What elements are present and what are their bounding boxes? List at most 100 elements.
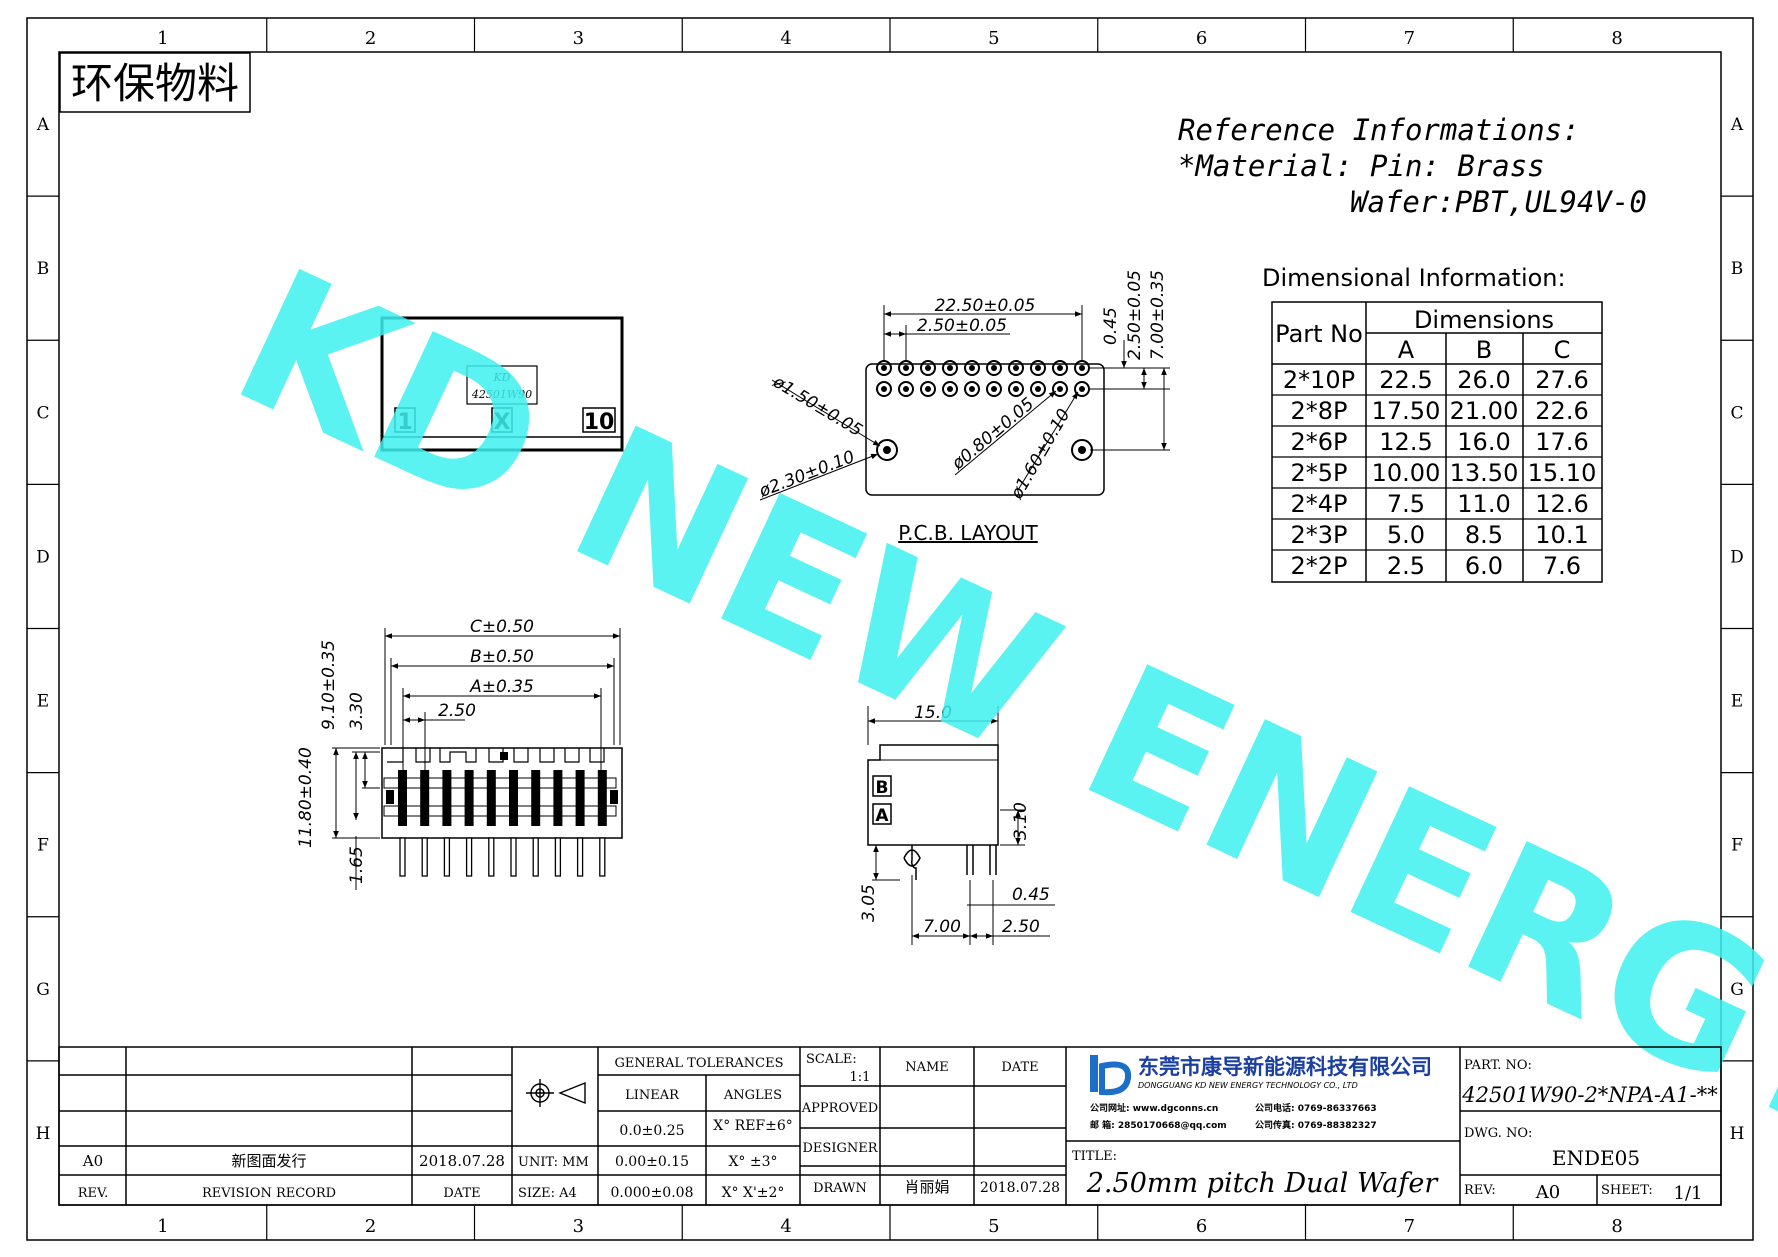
table-cell-c: 12.6 [1535, 490, 1588, 518]
table-cell-part: 2*10P [1283, 366, 1355, 394]
pcb-hole [942, 360, 958, 376]
dwg-no-label: DWG. NO: [1464, 1126, 1532, 1141]
front-dim-330: 3.30 [347, 692, 367, 730]
contact-pin [575, 770, 585, 826]
column-label-bottom: 7 [1404, 1216, 1415, 1237]
column-label-bottom: 5 [988, 1216, 999, 1237]
table-cell-a: 7.5 [1387, 490, 1425, 518]
title-block: A0 新图面发行 2018.07.28 REV. REVISION RECORD… [58, 1046, 1722, 1206]
row-b-label: B [876, 778, 889, 798]
part-no-header: Part No [1275, 320, 1363, 348]
row-label-right: H [1730, 1124, 1745, 1144]
front-view: C±0.50 B±0.50 A±0.35 2.50 9.10±0.35 3.30… [296, 617, 623, 890]
reference-wafer: Wafer:PBT,UL94V-0 [1350, 185, 1647, 219]
pin-tail [443, 837, 451, 877]
dimension-table-title: Dimensional Information: [1262, 264, 1566, 292]
pin-tail [399, 837, 406, 877]
pin-tail [554, 837, 562, 877]
table-cell-a: 5.0 [1387, 521, 1425, 549]
contact-pin [420, 770, 430, 826]
size-label: SIZE: A4 [518, 1186, 577, 1201]
contact-pin [531, 770, 541, 826]
scale-label: SCALE: [806, 1052, 857, 1067]
title-label: TITLE: [1072, 1149, 1117, 1164]
pcb-hole-center [947, 365, 953, 371]
table-cell-c: 10.1 [1535, 521, 1588, 549]
row-a-label: A [875, 806, 889, 826]
company-mail: 邮 箱: 2850170668@qq.com [1090, 1119, 1227, 1131]
mount-hole-right-center [1078, 446, 1086, 454]
pcb-hole-center [1079, 386, 1085, 392]
reference-info: Reference Informations: *Material: Pin: … [1178, 113, 1647, 219]
rev-value-right: A0 [1535, 1182, 1560, 1203]
col-c-header: C [1554, 336, 1571, 364]
pin-tail [465, 837, 473, 877]
pcb-hole [1030, 381, 1046, 397]
part-no-value: 42501W90-2*NPA-A1-** [1461, 1083, 1718, 1107]
pcb-holes [876, 360, 1090, 397]
table-cell-c: 17.6 [1535, 428, 1588, 456]
sheet-value: 1/1 [1674, 1183, 1703, 1204]
row-label-right: B [1731, 259, 1744, 279]
side-dim-250: 2.50 [1002, 917, 1040, 937]
table-cell-a: 12.5 [1379, 428, 1432, 456]
company-logo-icon [1090, 1055, 1132, 1096]
pcb-hole-center [991, 365, 997, 371]
side-dim-width: 15.0 [914, 703, 952, 723]
drawn-label: DRAWN [813, 1181, 867, 1196]
designer-label: DESIGNER [803, 1141, 879, 1156]
contact-pin [442, 770, 452, 826]
front-dim-b: B±0.50 [470, 647, 534, 667]
pcb-hole [876, 381, 892, 397]
column-label-bottom: 8 [1611, 1216, 1622, 1237]
rev-date-label: DATE [443, 1186, 480, 1201]
front-dim-1180: 11.80±0.40 [296, 747, 316, 848]
rev-code: A0 [82, 1152, 103, 1170]
column-label-top: 1 [157, 28, 168, 49]
pcb-hole [1008, 381, 1024, 397]
side-dim-700: 7.00 [923, 917, 961, 937]
pcb-hole-center [925, 365, 931, 371]
pcb-dim-045: 0.45 [1101, 307, 1121, 345]
reference-title: Reference Informations: [1178, 113, 1580, 147]
pcb-hole-center [925, 386, 931, 392]
contact-pin [509, 770, 518, 826]
center-mark: X [494, 410, 511, 435]
pcb-hole [898, 381, 914, 397]
contact-pin [398, 770, 407, 826]
column-label-bottom: 4 [780, 1216, 791, 1237]
tol-linear-3: 0.000±0.08 [611, 1185, 694, 1201]
table-cell-b: 11.0 [1457, 490, 1510, 518]
row-label-left: D [36, 547, 50, 567]
table-cell-part: 2*4P [1290, 490, 1347, 518]
front-view-pins [386, 770, 618, 877]
part-no-label: PART. NO: [1464, 1058, 1532, 1073]
rev-desc: 新图面发行 [231, 1152, 306, 1170]
table-cell-c: 7.6 [1543, 552, 1581, 580]
pin-tail [576, 837, 584, 877]
projection-symbol-icon [526, 1079, 586, 1107]
row-label-left: G [36, 980, 50, 1000]
mount-hole-left [876, 439, 898, 461]
side-view: B A 15.0 [859, 703, 1055, 945]
column-label-top: 5 [988, 28, 999, 49]
drawn-name: 肖丽娟 [904, 1178, 949, 1196]
table-cell-a: 10.00 [1372, 459, 1441, 487]
front-dim-910: 9.10±0.35 [319, 640, 339, 730]
front-dim-a: A±0.35 [469, 677, 534, 697]
table-cell-b: 21.00 [1450, 397, 1519, 425]
pcb-hole [920, 360, 936, 376]
pcb-hole [920, 381, 936, 397]
side-dim-045: 0.45 [1012, 885, 1050, 905]
rev-label: REV. [78, 1186, 109, 1201]
column-label-top: 3 [573, 28, 584, 49]
pcb-hole-center [903, 365, 909, 371]
row-label-left: E [37, 692, 49, 712]
front-dim-pitch: 2.50 [438, 701, 476, 721]
revision-record-label: REVISION RECORD [202, 1186, 336, 1201]
company-name-cn: 东莞市康导新能源科技有限公司 [1138, 1055, 1432, 1079]
tol-angle-2: X° ±3° [728, 1154, 777, 1170]
pcb-hole [1052, 360, 1068, 376]
tol-linear-label: LINEAR [625, 1088, 680, 1103]
drawing-title: 2.50mm pitch Dual Wafer [1086, 1168, 1440, 1199]
